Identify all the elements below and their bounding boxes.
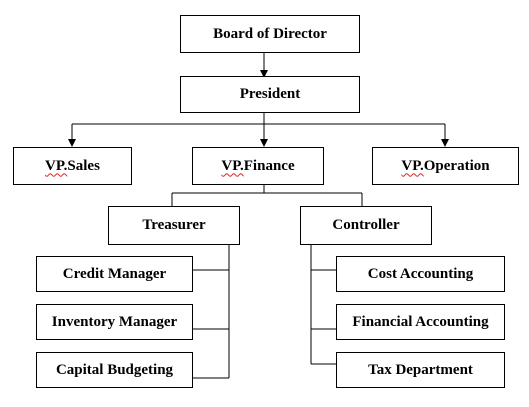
vp-operation-box: VP.Operation [372, 147, 519, 185]
cost-accounting-label: Cost Accounting [367, 265, 474, 282]
treasurer-label: Treasurer [142, 217, 206, 233]
cost-accounting-box: Cost Accounting [336, 256, 505, 292]
credit-manager-label: Credit Manager [62, 265, 167, 282]
vp-sales-word: Sales [67, 157, 100, 174]
capital-budgeting-box: Capital Budgeting [36, 352, 193, 388]
financial-accounting-label: Financial Accounting [352, 313, 489, 330]
vp-operation-prefix: VP. [401, 157, 424, 174]
board-of-director-box: Board of Director [180, 15, 360, 53]
president-box: President [180, 76, 360, 113]
tax-department-box: Tax Department [336, 352, 505, 388]
vp-finance-prefix: VP. [221, 157, 244, 174]
vp-sales-prefix: VP. [45, 157, 68, 174]
tax-department-label: Tax Department [368, 361, 473, 378]
financial-accounting-box: Financial Accounting [336, 304, 505, 340]
treasurer-box: Treasurer [108, 206, 240, 245]
controller-label: Controller [332, 217, 400, 233]
inventory-manager-label: Inventory Manager [51, 313, 178, 330]
vp-finance-box: VP.Finance [192, 147, 324, 185]
capital-budgeting-label: Capital Budgeting [55, 361, 174, 378]
vp-sales-box: VP.Sales [13, 147, 132, 185]
inventory-manager-box: Inventory Manager [36, 304, 193, 340]
credit-manager-box: Credit Manager [36, 256, 193, 292]
board-of-director-label: Board of Director [213, 25, 327, 42]
vp-finance-word: Finance [243, 157, 295, 174]
vp-operation-word: Operation [423, 157, 490, 174]
president-label: President [239, 86, 301, 102]
controller-box: Controller [300, 206, 432, 245]
